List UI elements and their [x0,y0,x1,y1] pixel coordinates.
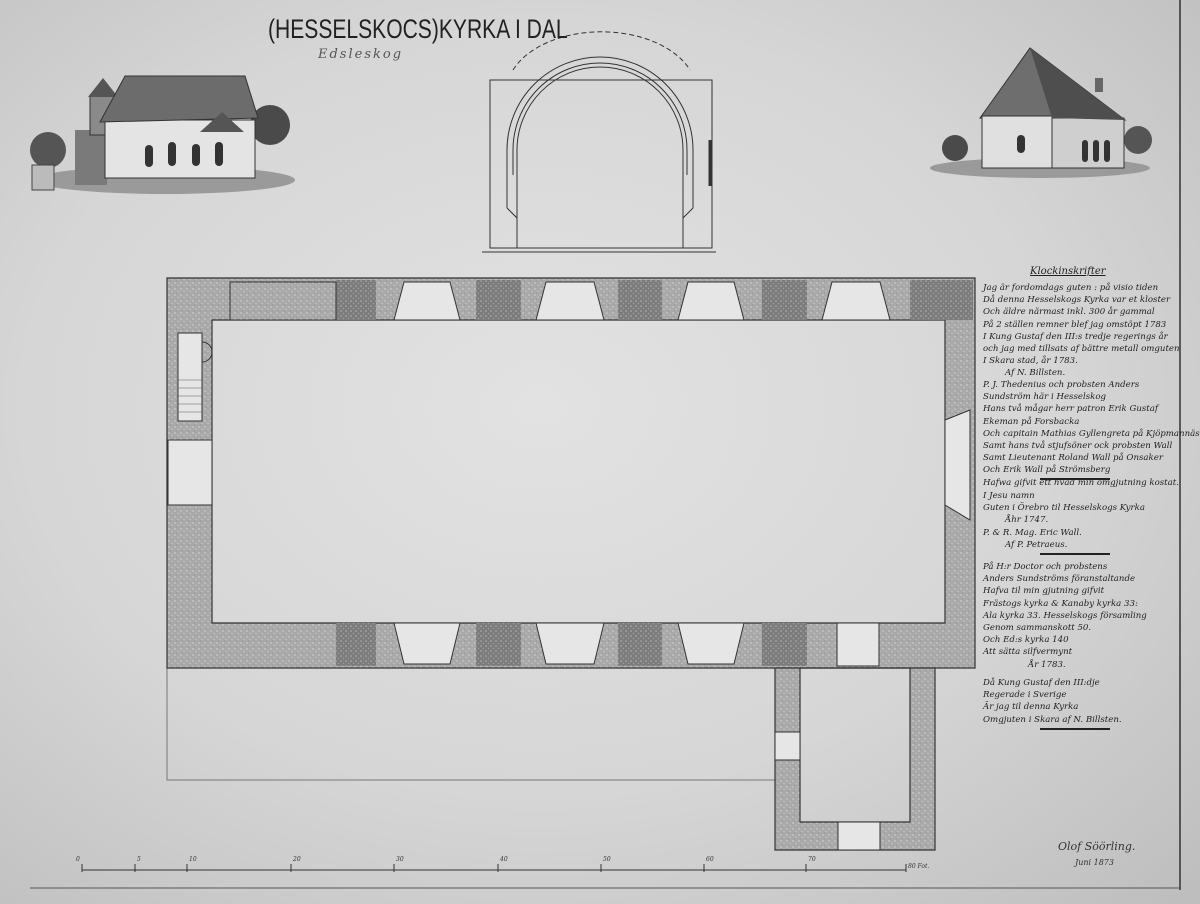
inscription-line: och jag med tillsats af bättre metall om… [983,344,1180,355]
inscription-line: Och Erik Wall på Strömsberg [983,465,1111,476]
church-sketch-south-view [30,75,295,194]
inscription-block: Jag är fordomdags guten : på visio tiden… [983,282,1180,380]
scale-label: 5 [137,856,141,863]
inscription-block: På H:r Doctor och probstens Anders Sunds… [983,561,1147,671]
inscription-block: I Jesu namn Guten i Örebro til Hesselsko… [983,490,1145,551]
inscription-line: På H:r Doctor och probstens [983,562,1108,572]
inscription-line: Då denna Hesselskogs Kyrka var et kloste… [983,295,1171,306]
inscription-line: Ekeman på Forsbacka [983,416,1080,427]
window-openings-north [229,281,891,321]
floor-plan [166,277,976,851]
inscription-line: P. & R. Mag. Eric Wall. [983,527,1082,538]
inscription-line: P. J. Thedenius och probsten Anders [983,380,1140,390]
porch-walls [774,667,936,851]
signature: Olof Söörling. [1058,840,1136,853]
inscription-line: På 2 ställen remner blef jag omstöpt 178… [983,319,1167,330]
scale-label: 0 [76,856,80,863]
inscription-line: Åhr 1747. [1005,515,1049,526]
scale-label: 60 [706,856,714,863]
drawing-subtitle: Edsleskog [318,47,404,62]
inscription-line: Genom sammanskott 50. [983,623,1092,634]
signature-date: Juni 1873 [1075,858,1114,867]
inscription-line: Då Kung Gustaf den III:dje [983,678,1100,688]
staircase [177,332,203,422]
scale-label: 10 [189,856,197,863]
inscription-line: Frästogs kyrka & Kanaby kyrka 33: [983,598,1138,609]
inscription-line: Samt Lieutenant Roland Wall på Onsaker [983,453,1163,464]
inscription-line: Af N. Billsten. [1005,368,1066,379]
west-door [167,439,213,506]
arch-section-drawing [482,31,716,253]
scale-label: 40 [500,856,508,863]
inscription-line: Och Ed:s kyrka 140 [983,635,1069,646]
inscription-line: Hafwa gifvit ett hvad min omgjutning kos… [983,477,1179,488]
divider [1040,478,1110,480]
inscription-block: P. J. Thedenius och probsten Anders Sund… [983,379,1200,489]
drawing-title: (HESSELSKOCS)KYRKA I DAL [268,14,568,44]
inscription-line: Och äldre närmast inkl. 300 år gammal [983,307,1155,318]
inscriptions-heading: Klockinskrifter [1030,266,1106,277]
scale-label: 30 [396,856,404,863]
inscription-line: Hafva til min gjutning gifvit [983,586,1105,597]
porch-door [837,821,881,851]
nave-walls [166,277,976,669]
scale-label: 20 [293,856,301,863]
inscription-line: Samt hans två stjufsöner ock probsten Wa… [983,441,1173,452]
inscription-line: Af P. Petraeus. [1005,539,1068,550]
inscription-line: Jag är fordomdags guten : på visio tiden [983,283,1159,293]
inscription-line: År 1783. [1028,659,1066,670]
inscription-line: Är jag til denna Kyrka [983,702,1079,713]
inscription-block: Då Kung Gustaf den III:dje Regerade i Sv… [983,677,1122,726]
inscription-line: Anders Sundströms föranstaltande [983,574,1136,585]
scale-label: 50 [603,856,611,863]
inscription-line: Hans två mågar herr patron Erik Gustaf [983,404,1159,415]
inscription-line: Guten i Örebro til Hesselskogs Kyrka [983,503,1145,514]
inscription-line: Omgjuten i Skara af N. Billsten. [983,714,1122,725]
inscription-line: Och capitain Mathias Gyllengreta på Kjöp… [983,428,1200,439]
divider [1040,728,1110,730]
church-sketch-east-view [930,47,1152,178]
divider [1040,553,1110,555]
foundation-outline [166,667,776,781]
inscription-line: I Skara stad, år 1783. [983,356,1078,367]
inscription-line: Regerade i Sverige [983,690,1067,701]
inscription-line: Att sätta silfvermynt [983,647,1073,658]
inscription-line: Ala kyrka 33. Hesselskogs församling [983,610,1147,621]
window-opening-east [944,409,971,521]
inscription-line: Sundström här i Hesselskog [983,392,1106,403]
scale-label: 70 [808,856,816,863]
scale-label: 80 Fot. [908,863,930,870]
inscription-line: I Kung Gustaf den III:s tredje regerings… [983,331,1168,342]
window-openings-south [393,622,880,667]
inscription-line: I Jesu namn [983,491,1035,501]
scale-bar [81,864,907,872]
